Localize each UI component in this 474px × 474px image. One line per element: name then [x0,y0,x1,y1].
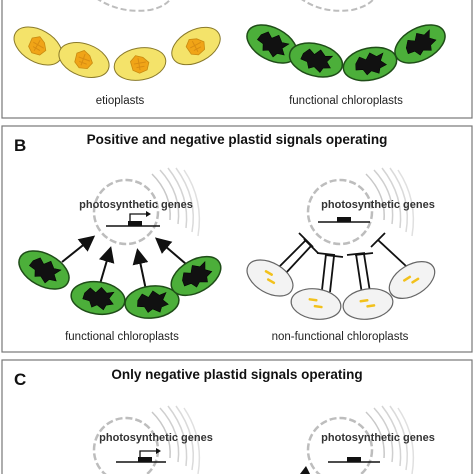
signal-arrow-tip [300,466,310,474]
chloroplast [339,41,401,87]
repressed-promoter-icon [318,217,370,223]
panel-b-right-caption: non-functional chloroplasts [272,331,409,343]
panel-c-right-gene-label: photosynthetic genes [321,432,435,444]
repressed-promoter-icon [328,457,380,463]
active-promoter-icon [106,211,160,227]
panel-b-left-caption: functional chloroplasts [65,331,179,343]
panel-a-border [1,0,473,119]
panel-c-title: Only negative plastid signals operating [111,367,362,382]
panel-c: C Only negative plastid signals operatin… [1,359,473,474]
panel-c-label: C [14,370,26,389]
panel-a-right-nucleus [301,0,375,12]
nonfunctional-chloroplast [288,285,344,323]
panel-a-right-caption: functional chloroplasts [289,95,403,107]
panel-b-right-gene-label: photosynthetic genes [321,199,435,211]
panel-b-title: Positive and negative plastid signals op… [87,132,388,147]
chloroplast [387,16,453,72]
nonfunctional-chloroplast [240,251,300,305]
etioplast [53,35,115,85]
chloroplast [68,277,128,319]
panel-c-border [1,359,473,474]
panel-a-left-caption: etioplasts [96,95,145,107]
etioplast [6,18,70,74]
etioplast [111,43,169,85]
positive-signal-arrows [61,235,187,291]
active-promoter-icon [116,448,166,463]
panel-b-label: B [14,136,26,155]
negative-signal-bars [277,232,407,295]
panel-b-border [1,125,473,353]
panel-b-left-gene-label: photosynthetic genes [79,199,193,211]
panel-a-left-nucleus [97,0,171,12]
nonfunctional-chloroplast [340,285,396,323]
etioplast [165,19,227,73]
panel-c-left-gene-label: photosynthetic genes [99,432,213,444]
panel-a: etioplasts functional chloroplasts [1,0,473,119]
panel-b: B Positive and negative plastid signals … [1,125,473,353]
chloroplast [11,242,77,298]
